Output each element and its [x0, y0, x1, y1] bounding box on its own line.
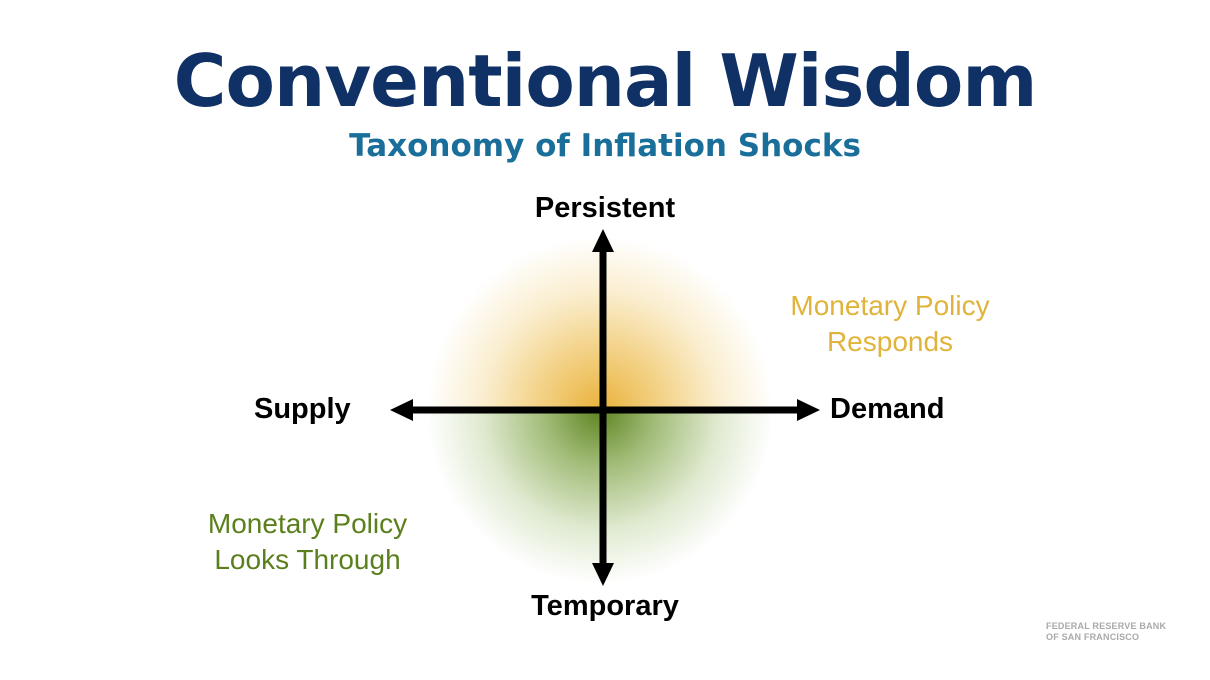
axis-label-temporary: Temporary — [531, 590, 679, 622]
up-arrowhead — [592, 229, 614, 252]
down-arrowhead — [592, 563, 614, 586]
policy-looks-line-2: Looks Through — [214, 544, 401, 575]
axis-label-demand: Demand — [830, 393, 945, 425]
policy-looks-line-1: Monetary Policy — [207, 508, 408, 539]
fed-logo-text: FEDERAL RESERVE BANK OF SAN FRANCISCO — [1046, 621, 1166, 643]
right-arrowhead — [797, 399, 820, 421]
fed-logo-line-2: OF SAN FRANCISCO — [1046, 632, 1140, 642]
axis-label-supply: Supply — [254, 393, 351, 425]
policy-responds-line-1: Monetary Policy — [790, 290, 990, 321]
axis-label-persistent: Persistent — [534, 192, 676, 224]
slide-title: Conventional Wisdom — [173, 39, 1038, 123]
left-arrowhead — [390, 399, 413, 421]
fed-logo-line-1: FEDERAL RESERVE BANK — [1046, 621, 1167, 631]
slide-subtitle: Taxonomy of Inflation Shocks — [349, 128, 861, 164]
policy-responds-note: Monetary Policy Responds — [770, 288, 1010, 360]
policy-responds-line-2: Responds — [826, 326, 954, 357]
policy-looks-through-note: Monetary Policy Looks Through — [185, 506, 430, 578]
